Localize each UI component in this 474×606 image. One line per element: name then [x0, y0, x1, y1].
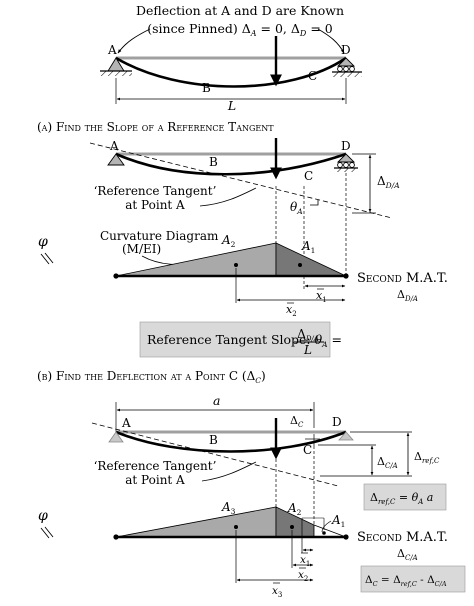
b-x2-label: x2	[298, 569, 308, 583]
a-roller-support-D	[334, 153, 358, 172]
b-A1-leader	[321, 520, 332, 533]
b-centroid-A3	[234, 525, 238, 529]
b-centroid-A1	[322, 531, 326, 535]
a-theta-arc	[310, 200, 319, 206]
a-label-A1: A1	[301, 239, 315, 255]
a-theta-label: θA	[290, 200, 303, 216]
b-deltaCA-label: ΔC/A	[377, 455, 398, 470]
section-a: (a) Find the Slope of a Reference Tangen…	[37, 120, 448, 358]
top-label-B: B	[202, 81, 211, 95]
b-deltaC-label: ΔC	[290, 414, 304, 429]
a-mat-delta: ΔD/A	[397, 288, 418, 303]
b-ref-tangent-line1: ‘Reference Tangent’	[94, 459, 217, 473]
a-label-A: A	[109, 139, 119, 153]
a-phi-label: φ	[38, 234, 48, 250]
top-pin-support-A	[100, 57, 132, 76]
b-ref-tangent-leader	[201, 461, 257, 482]
a-slope-numerator: ΔD/A	[297, 327, 319, 343]
b-mat-delta: ΔC/A	[397, 547, 418, 562]
b-dim-a-label: a	[213, 393, 220, 408]
b-pin-support-A	[108, 431, 124, 443]
b-label-B: B	[209, 433, 218, 447]
b-label-A3: A3	[221, 500, 236, 516]
b-x3-label: x3	[272, 585, 282, 599]
a-delta-DA-label: ΔD/A	[377, 174, 400, 190]
a-label-A2: A2	[221, 233, 236, 249]
section-b-heading: (b) Find the Deflection at a Point C (ΔC…	[37, 369, 266, 385]
a-label-B: B	[209, 155, 218, 169]
a-curvature-title-line1: Curvature Diagram	[100, 229, 219, 243]
a-centroid-A1	[298, 263, 302, 267]
top-leader-right	[317, 28, 345, 54]
a-slope-denominator: L	[303, 343, 312, 357]
a-mat-title: Second M.A.T.	[357, 271, 448, 286]
b-roller-support-D	[338, 431, 354, 441]
b-centroid-A2	[290, 525, 294, 529]
b-phi-label: φ	[38, 508, 48, 524]
b-deltaC-box	[360, 565, 466, 593]
b-label-D: D	[332, 415, 342, 429]
b-label-A: A	[121, 416, 131, 430]
top-section: Deflection at A and D are Known (since P…	[100, 3, 362, 113]
a-slope-box	[139, 321, 331, 358]
b-ref-tangent-line2: at Point A	[125, 473, 185, 487]
top-label-D: D	[341, 43, 351, 57]
top-leader-left	[117, 28, 151, 54]
b-deflected-beam	[115, 430, 347, 453]
top-note-line1: Deflection at A and D are Known	[136, 3, 344, 18]
a-x2-label: x2	[286, 303, 297, 318]
a-reference-tangent	[89, 142, 393, 219]
a-ref-tangent-leader	[199, 187, 257, 207]
top-deflected-beam	[115, 56, 347, 88]
section-a-heading: (a) Find the Slope of a Reference Tangen…	[37, 120, 274, 134]
a-curvature-title-line2: (M/EI)	[122, 242, 161, 256]
a-ref-tangent-line1: ‘Reference Tangent’	[94, 184, 217, 198]
top-label-C: C	[308, 69, 317, 83]
top-span-label: L	[227, 98, 236, 113]
b-deltaRef-box-text: Δref,C = θA a	[370, 491, 433, 506]
top-note-line2: (since Pinned) ΔA = 0, ΔD = 0	[147, 21, 332, 38]
b-deltaRef-box	[363, 483, 447, 511]
b-deltaRef-label: Δref,C	[414, 450, 440, 465]
a-deflected-beam	[115, 152, 347, 176]
a-label-C: C	[304, 169, 313, 183]
section-b: (b) Find the Deflection at a Point C (ΔC…	[37, 369, 466, 599]
b-reference-tangent	[91, 422, 339, 487]
top-label-A: A	[107, 43, 117, 57]
b-x1-label: x1	[300, 554, 310, 568]
b-label-A2: A2	[287, 501, 302, 517]
b-label-C: C	[303, 443, 312, 457]
a-centroid-A2	[234, 263, 238, 267]
b-label-A1: A1	[331, 513, 345, 529]
a-slope-text: Reference Tangent Slope: θA =	[147, 332, 342, 349]
a-ref-tangent-line2: at Point A	[125, 198, 185, 212]
b-mat-title: Second M.A.T.	[357, 530, 448, 545]
top-roller-support-D	[332, 57, 362, 77]
a-x1-label: x1	[316, 289, 327, 304]
b-area-A3	[115, 506, 277, 538]
a-pin-support-A	[107, 153, 125, 166]
a-label-D: D	[341, 139, 351, 153]
b-deltaC-box-text: ΔC = Δref,C - ΔC/A	[365, 574, 447, 588]
